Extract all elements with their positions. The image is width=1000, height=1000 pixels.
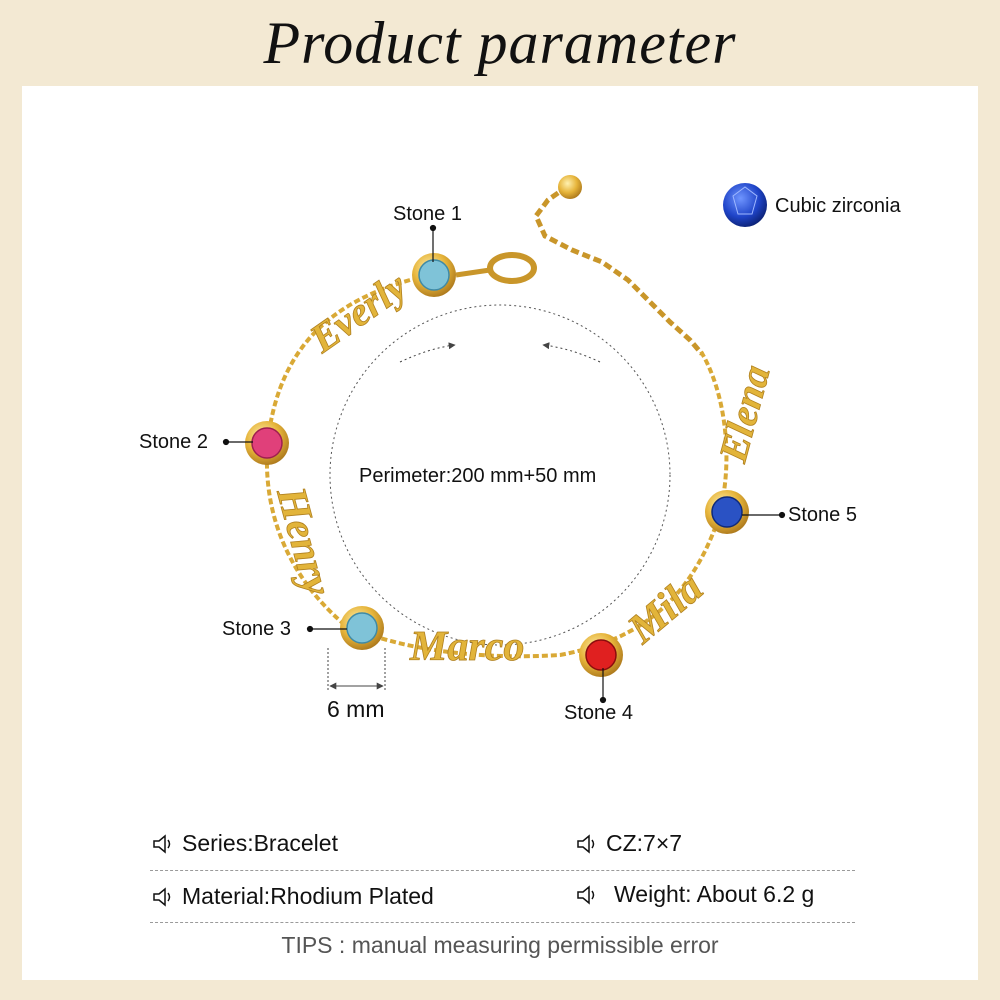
speaker-icon: [577, 884, 595, 905]
stone-3: [340, 606, 384, 650]
spec-divider: [150, 870, 855, 871]
perimeter-label: Perimeter:200 mm+50 mm: [359, 465, 597, 487]
clasp-link: [455, 267, 491, 278]
stone-2: [245, 421, 289, 465]
stone-3-label: Stone 3: [222, 618, 291, 640]
speaker-icon: [153, 833, 171, 854]
name-marco: Marco: [409, 624, 524, 670]
spec-cz-text: CZ:7×7: [606, 830, 683, 856]
spec-cz: CZ:7×7: [576, 830, 682, 857]
cubic-zirconia-gem-icon: [723, 183, 767, 227]
tips-text: TIPS : manual measuring permissible erro…: [281, 932, 719, 958]
page-title: Product parameter: [263, 9, 737, 76]
chain-end-disc: [558, 175, 582, 199]
stone-1-label: Stone 1: [393, 203, 462, 225]
spec-series-text: Series:Bracelet: [182, 830, 338, 856]
stone-1: [412, 253, 456, 297]
speaker-icon: [577, 833, 595, 854]
perimeter-arrow-left: [399, 342, 456, 363]
extension-chain: [533, 183, 704, 356]
spec-series: Series:Bracelet: [152, 830, 338, 857]
spec-material-text: Material:Rhodium Plated: [182, 883, 434, 909]
lobster-clasp: [487, 252, 537, 284]
stone-4: [579, 633, 623, 677]
cubic-zirconia-label: Cubic zirconia: [775, 195, 901, 217]
spec-material: Material:Rhodium Plated: [152, 883, 434, 910]
name-mila: Mila: [619, 565, 712, 653]
stone-5: [705, 490, 749, 534]
dimension-marker: [327, 648, 386, 692]
name-elena: Elena: [710, 360, 779, 467]
name-henry: Henry: [267, 481, 340, 600]
spec-weight-text: Weight: About 6.2 g: [614, 881, 815, 907]
header-banner: Product parameter: [0, 0, 1000, 86]
dimension-label: 6 mm: [327, 696, 385, 722]
stone-5-label: Stone 5: [788, 504, 857, 526]
perimeter-arrow-right: [542, 342, 601, 363]
spec-divider: [150, 922, 855, 923]
stone-4-label: Stone 4: [564, 702, 633, 724]
speaker-icon: [153, 886, 171, 907]
bottom-band: [0, 980, 1000, 1000]
perimeter-circle: [329, 304, 671, 646]
content-panel: [22, 86, 978, 980]
stone-2-label: Stone 2: [139, 431, 208, 453]
spec-weight: Weight: About 6.2 g: [576, 881, 814, 908]
name-everly: Everly: [301, 263, 415, 362]
